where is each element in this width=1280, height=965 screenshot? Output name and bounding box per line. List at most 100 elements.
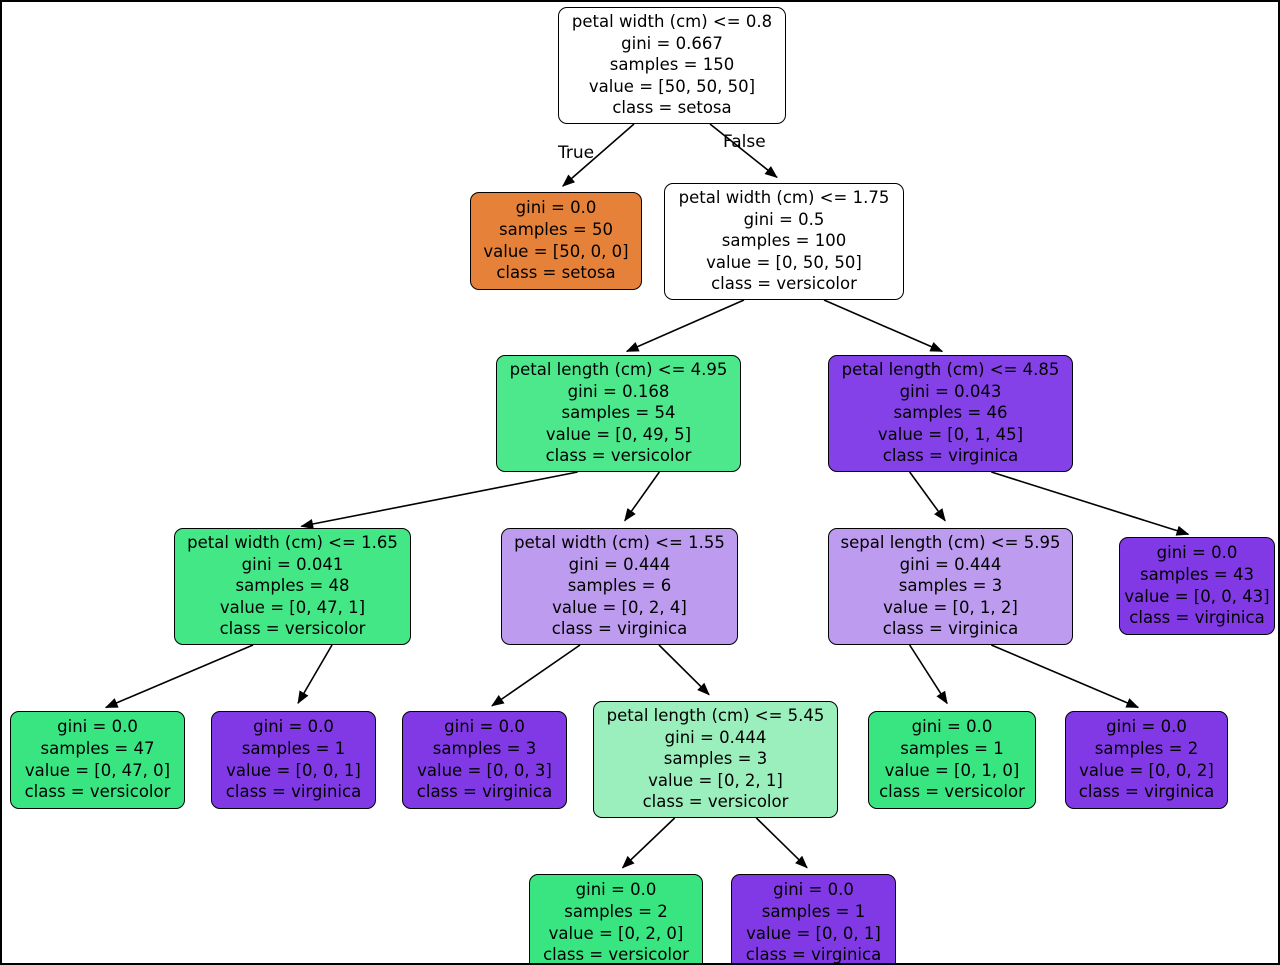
- node-class: class = virginica: [882, 446, 1019, 466]
- tree-edge-n5-n9: [104, 644, 254, 709]
- node-gini: gini = 0.444: [899, 554, 1002, 574]
- node-class: class = versicolor: [24, 782, 171, 802]
- node-samples: samples = 1: [241, 738, 346, 758]
- tree-edge-n2-n4: [823, 299, 944, 353]
- node-gini: gini = 0.0: [1156, 543, 1238, 563]
- node-samples: samples = 43: [1140, 564, 1254, 584]
- node-value: value = [0, 49, 5]: [545, 424, 692, 444]
- node-class: class = virginica: [551, 619, 688, 639]
- node-class: class = setosa: [612, 98, 732, 118]
- node-gini: gini = 0.5: [743, 209, 825, 229]
- tree-edge-n4-n8: [991, 471, 1190, 536]
- node-value: value = [0, 47, 0]: [24, 760, 171, 780]
- tree-edge-n12-n15: [621, 817, 676, 869]
- node-gini: gini = 0.444: [664, 727, 767, 747]
- node-gini: gini = 0.0: [515, 198, 597, 218]
- node-class: class = versicolor: [642, 792, 789, 812]
- node-samples: samples = 1: [900, 738, 1004, 758]
- tree-edge-n6-n12: [658, 644, 710, 696]
- node-value: value = [0, 0, 3]: [417, 760, 552, 780]
- node-value: value = [0, 1, 2]: [883, 597, 1018, 617]
- node-condition: petal width (cm) <= 0.8: [571, 12, 773, 32]
- node-samples: samples = 3: [432, 738, 537, 758]
- node-samples: samples = 1: [761, 901, 866, 921]
- node-gini: gini = 0.041: [241, 554, 344, 574]
- node-gini: gini = 0.0: [773, 880, 854, 900]
- node-samples: samples = 50: [499, 219, 613, 239]
- node-gini: gini = 0.0: [1106, 717, 1187, 737]
- node-condition: sepal length (cm) <= 5.95: [840, 533, 1061, 553]
- node-condition: petal length (cm) <= 5.45: [606, 706, 825, 726]
- node-class: class = virginica: [225, 782, 362, 802]
- edge-label-true: True: [558, 143, 595, 163]
- node-gini: gini = 0.0: [444, 717, 525, 737]
- node-condition: petal width (cm) <= 1.65: [187, 533, 398, 553]
- node-gini: gini = 0.043: [899, 381, 1002, 401]
- node-gini: gini = 0.168: [567, 381, 670, 401]
- node-value: value = [0, 2, 4]: [552, 597, 687, 617]
- tree-edge-n7-n14: [991, 644, 1140, 709]
- node-class: class = versicolor: [879, 782, 1025, 802]
- node-class: class = virginica: [1129, 608, 1265, 628]
- node-samples: samples = 46: [893, 403, 1008, 423]
- node-value: value = [0, 0, 43]: [1124, 586, 1270, 606]
- node-class: class = versicolor: [545, 446, 692, 466]
- node-class: class = virginica: [1078, 782, 1215, 802]
- node-samples: samples = 47: [40, 738, 155, 758]
- node-samples: samples = 48: [235, 576, 350, 596]
- node-value: value = [0, 1, 45]: [877, 424, 1024, 444]
- node-samples: samples = 100: [721, 231, 847, 251]
- node-value: value = [0, 0, 1]: [746, 923, 881, 943]
- node-value: value = [0, 0, 2]: [1079, 760, 1214, 780]
- node-samples: samples = 3: [663, 749, 768, 769]
- node-samples: samples = 54: [561, 403, 676, 423]
- node-gini: gini = 0.0: [911, 717, 993, 737]
- node-value: value = [0, 1, 0]: [884, 760, 1020, 780]
- node-class: class = virginica: [416, 782, 553, 802]
- tree-edge-n4-n7: [909, 471, 946, 522]
- node-value: value = [0, 2, 0]: [548, 923, 684, 943]
- node-samples: samples = 2: [1094, 738, 1199, 758]
- node-class: class = versicolor: [543, 945, 689, 965]
- node-gini: gini = 0.444: [568, 554, 671, 574]
- tree-edge-n2-n3: [625, 299, 745, 353]
- node-gini: gini = 0.0: [575, 880, 657, 900]
- tree-edge-n5-n10: [297, 644, 333, 705]
- node-class: class = virginica: [745, 945, 882, 965]
- node-condition: petal width (cm) <= 1.55: [514, 533, 725, 553]
- node-gini: gini = 0.667: [621, 33, 723, 53]
- node-gini: gini = 0.0: [57, 717, 138, 737]
- tree-edge-n6-n11: [491, 644, 581, 707]
- node-value: value = [0, 2, 1]: [648, 770, 783, 790]
- node-class: class = setosa: [496, 263, 616, 283]
- node-condition: petal width (cm) <= 1.75: [678, 188, 890, 208]
- node-value: value = [50, 0, 0]: [483, 241, 629, 261]
- node-gini: gini = 0.0: [253, 717, 334, 737]
- node-value: value = [50, 50, 50]: [588, 76, 756, 96]
- node-value: value = [0, 0, 1]: [226, 760, 361, 780]
- node-samples: samples = 2: [564, 901, 668, 921]
- tree-edge-n12-n16: [755, 817, 808, 869]
- tree-edge-n7-n13: [908, 644, 948, 705]
- node-samples: samples = 6: [567, 576, 672, 596]
- node-samples: samples = 3: [898, 576, 1003, 596]
- node-class: class = versicolor: [219, 619, 366, 639]
- node-condition: petal length (cm) <= 4.85: [841, 360, 1060, 380]
- node-condition: petal length (cm) <= 4.95: [509, 360, 728, 380]
